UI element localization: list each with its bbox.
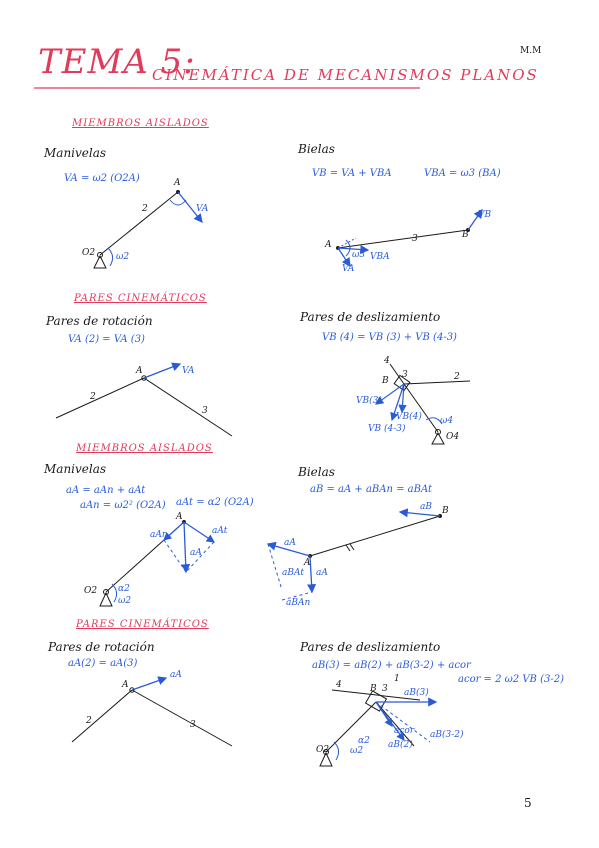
author-initials: M.M <box>520 46 542 56</box>
label-link-3-4: 3 <box>402 370 408 380</box>
diagram-manivela-aceleracion <box>99 520 215 607</box>
heading-deslizamiento-2: Pares de deslizamiento <box>300 640 441 654</box>
label-VB-2: VB <box>478 210 492 220</box>
label-w3-2: ω3 <box>352 250 366 260</box>
page-number: 5 <box>524 796 532 810</box>
label-link-2-3: 2 <box>90 392 96 402</box>
eq-aat: aAt = α2 (O2A) <box>176 497 254 508</box>
eq-ab: aB = aA + aBAn = aBAt <box>310 484 433 495</box>
label-VB4-4: VB(4) <box>396 412 422 422</box>
label-aAn-5: aAn <box>150 530 168 540</box>
label-aB2-8: aB(2) <box>388 740 413 750</box>
label-link-1-8: 1 <box>394 674 400 684</box>
eq-aa23: aA(2) = aA(3) <box>68 658 138 669</box>
label-link-2-1: 2 <box>142 204 148 214</box>
diagram-manivela-velocidad <box>93 190 203 269</box>
label-aBAt-6: aBAt <box>282 568 304 578</box>
label-link-2-7: 2 <box>86 716 92 726</box>
eq-vb4: VB (4) = VB (3) + VB (4-3) <box>322 332 457 343</box>
page-title: TEMA 5: <box>38 42 196 82</box>
label-A-1: A <box>174 178 181 188</box>
label-a2-8: α2 <box>358 736 370 746</box>
label-A-3: A <box>136 366 143 376</box>
label-VBA-2: VBA <box>370 252 390 262</box>
label-VA-1: VA <box>196 204 209 214</box>
heading-bielas-1: Bielas <box>298 142 335 156</box>
section-title-3: MIEMBROS AISLADOS <box>76 443 213 454</box>
label-link-3-8: 3 <box>382 684 388 694</box>
diagram-biela-aceleracion <box>266 508 442 601</box>
heading-manivelas-2: Manivelas <box>44 462 107 476</box>
label-aBAn-6: aBAn <box>286 598 311 608</box>
heading-rotacion-2: Pares de rotación <box>48 640 155 654</box>
eq-acor: acor = 2 ω2 VB (3-2) <box>458 674 564 685</box>
label-aA-5: aA <box>190 548 202 558</box>
section-title-1: MIEMBROS AISLADOS <box>72 118 209 129</box>
label-w4-4: ω4 <box>440 416 454 426</box>
label-w2-5: ω2 <box>118 596 132 606</box>
section-title-2: PARES CINEMÁTICOS <box>74 293 207 304</box>
page-subtitle: CINEMÁTICA DE MECANISMOS PLANOS <box>152 66 539 84</box>
label-link-4-8: 4 <box>336 680 342 690</box>
label-VA-2: VA <box>342 264 355 274</box>
eq-va: VA = ω2 (O2A) <box>64 173 140 184</box>
label-link-4-4: 4 <box>384 356 390 366</box>
heading-bielas-2: Bielas <box>298 465 335 479</box>
label-w2-8: ω2 <box>350 746 364 756</box>
label-B-2: B <box>462 230 469 240</box>
eq-aa: aA = aAn + aAt <box>66 485 146 496</box>
label-link-2-4: 2 <box>454 372 460 382</box>
label-O2-8: O2 <box>316 745 330 755</box>
label-aAt-5: aAt <box>212 526 228 536</box>
label-link-3-2: 3 <box>412 234 418 244</box>
label-aA-7: aA <box>170 670 182 680</box>
label-A-5: A <box>176 512 183 522</box>
label-aA-6: aA <box>316 568 328 578</box>
label-w2-1: ω2 <box>116 252 130 262</box>
label-link-3-3: 3 <box>202 406 208 416</box>
label-B-8: B <box>370 684 377 694</box>
label-link-3-7: 3 <box>190 720 196 730</box>
section-title-4: PARES CINEMÁTICOS <box>76 619 209 630</box>
label-a2-5: α2 <box>118 584 130 594</box>
heading-manivelas-1: Manivelas <box>44 146 107 160</box>
label-aB-6: aB <box>420 502 432 512</box>
label-aB3-8: aB(3) <box>404 688 429 698</box>
heading-deslizamiento-1: Pares de deslizamiento <box>300 310 441 324</box>
label-VA-3: VA <box>182 366 195 376</box>
label-O2-1: O2 <box>82 248 96 258</box>
label-B-4: B <box>382 376 389 386</box>
diagram-deslizamiento-velocidad <box>375 363 471 445</box>
label-VB43-4: VB (4-3) <box>368 424 406 434</box>
eq-vb: VB = VA + VBA <box>312 168 392 179</box>
diagram-deslizamiento-aceleracion <box>319 689 438 767</box>
label-A-7: A <box>122 680 129 690</box>
diagram-rotacion-velocidad <box>55 362 233 437</box>
label-B-6: B <box>442 506 449 516</box>
eq-va23: VA (2) = VA (3) <box>68 334 145 345</box>
label-O2-5: O2 <box>84 586 98 596</box>
label-O4-4: O4 <box>446 432 460 442</box>
label-aB32-8: aB(3-2) <box>430 730 464 740</box>
label-A-6: A <box>304 558 311 568</box>
label-VB3-4: VB(3) <box>356 396 382 406</box>
eq-aan: aAn = ω2² (O2A) <box>80 500 166 511</box>
diagram-rotacion-aceleracion <box>71 676 233 747</box>
label-aA-left-6: aA <box>284 538 296 548</box>
diagram-biela-velocidad <box>336 208 483 268</box>
label-acor-8: acor <box>394 726 415 736</box>
eq-vba: VBA = ω3 (BA) <box>424 168 501 179</box>
label-A-2: A <box>325 240 332 250</box>
heading-rotacion-1: Pares de rotación <box>46 314 153 328</box>
eq-ab3: aB(3) = aB(2) + aB(3-2) + acor <box>312 660 471 671</box>
